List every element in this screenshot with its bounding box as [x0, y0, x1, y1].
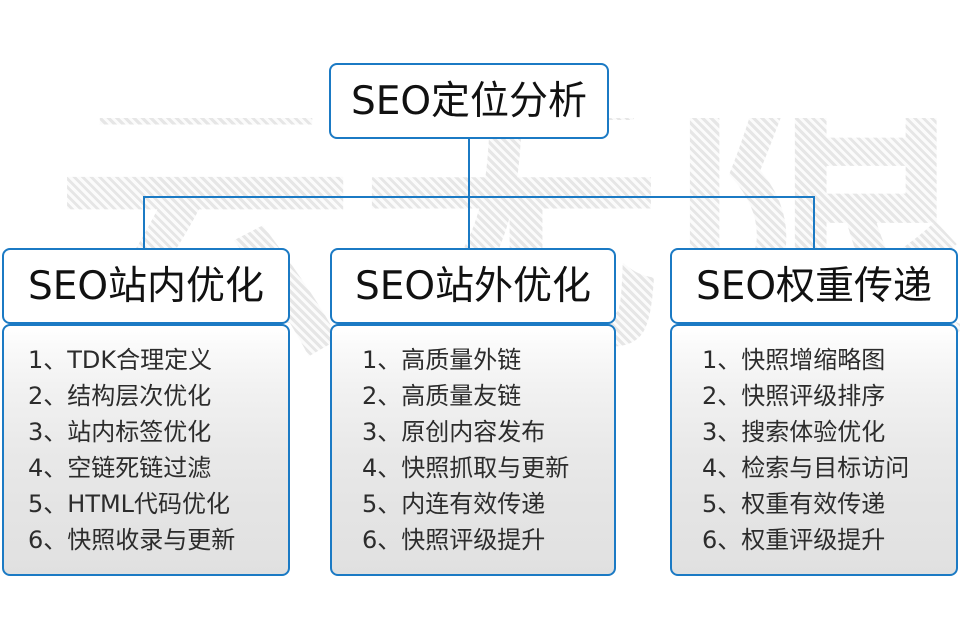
column-header-label: SEO站外优化 — [354, 263, 592, 309]
column-header-label: SEO站内优化 — [27, 263, 265, 309]
list-item: 2、结构层次优化 — [28, 382, 212, 410]
connector-root-down — [468, 139, 470, 197]
column-header-seo-offsite[interactable]: SEO站外优化 — [330, 248, 616, 324]
connector-branch-right — [813, 196, 815, 248]
connector-horizontal-bus — [143, 196, 815, 198]
list-item: 4、空链死链过滤 — [28, 454, 212, 482]
list-seo-weight: 1、快照增缩略图 2、快照评级排序 3、搜索体验优化 4、检索与目标访问 5、权… — [672, 342, 956, 558]
column-header-seo-onsite[interactable]: SEO站内优化 — [2, 248, 290, 324]
list-item: 3、站内标签优化 — [28, 418, 212, 446]
list-item: 6、快照收录与更新 — [28, 526, 236, 554]
list-item: 4、检索与目标访问 — [702, 454, 910, 482]
list-item: 3、原创内容发布 — [362, 418, 546, 446]
connector-branch-center — [468, 196, 470, 248]
column-body-seo-weight: 1、快照增缩略图 2、快照评级排序 3、搜索体验优化 4、检索与目标访问 5、权… — [670, 324, 958, 576]
root-node[interactable]: SEO定位分析 — [329, 63, 609, 139]
list-item: 5、HTML代码优化 — [28, 490, 231, 518]
list-item: 6、快照评级提升 — [362, 526, 546, 554]
list-item: 6、权重评级提升 — [702, 526, 886, 554]
list-item: 2、高质量友链 — [362, 382, 522, 410]
list-item: 4、快照抓取与更新 — [362, 454, 570, 482]
connector-branch-left — [143, 196, 145, 248]
column-body-seo-onsite: 1、TDK合理定义 2、结构层次优化 3、站内标签优化 4、空链死链过滤 5、H… — [2, 324, 290, 576]
root-node-label: SEO定位分析 — [350, 78, 588, 124]
list-item: 2、快照评级排序 — [702, 382, 886, 410]
list-item: 1、TDK合理定义 — [28, 346, 213, 374]
list-seo-onsite: 1、TDK合理定义 2、结构层次优化 3、站内标签优化 4、空链死链过滤 5、H… — [4, 342, 288, 558]
list-item: 1、高质量外链 — [362, 346, 522, 374]
list-item: 5、内连有效传递 — [362, 490, 546, 518]
list-item: 5、权重有效传递 — [702, 490, 886, 518]
list-item: 1、快照增缩略图 — [702, 346, 886, 374]
list-seo-offsite: 1、高质量外链 2、高质量友链 3、原创内容发布 4、快照抓取与更新 5、内连有… — [332, 342, 614, 558]
column-body-seo-offsite: 1、高质量外链 2、高质量友链 3、原创内容发布 4、快照抓取与更新 5、内连有… — [330, 324, 616, 576]
column-header-seo-weight[interactable]: SEO权重传递 — [670, 248, 958, 324]
list-item: 3、搜索体验优化 — [702, 418, 886, 446]
column-header-label: SEO权重传递 — [695, 263, 933, 309]
